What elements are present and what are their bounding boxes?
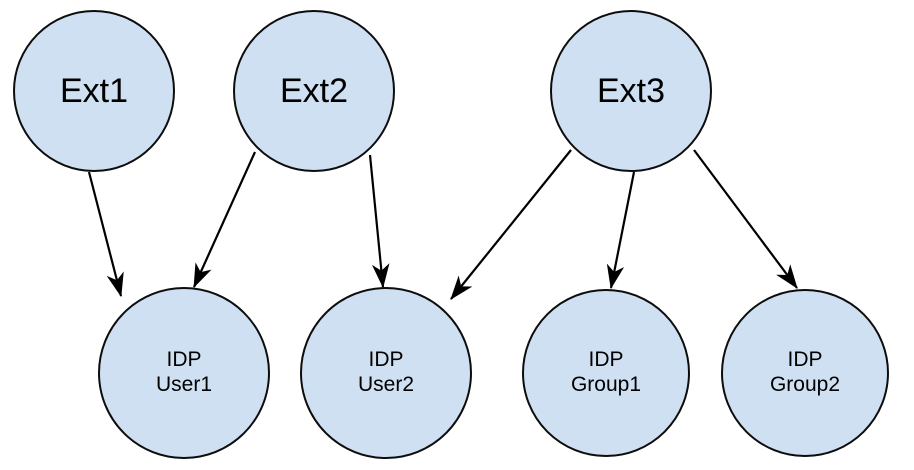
node-ext2[interactable]: Ext2 (233, 10, 395, 172)
node-ext3-label: Ext3 (596, 71, 666, 110)
edge-ext3-group2 (693, 149, 798, 289)
node-idp-group2-label-line1: IDP (787, 348, 823, 372)
edge-group (87, 149, 798, 300)
node-ext1-label: Ext1 (59, 71, 129, 110)
node-idp-group1-label-line2: Group1 (570, 373, 642, 396)
node-idp-user1-label-line1: IDP (166, 348, 202, 372)
node-idp-user2-label-line1: IDP (368, 348, 404, 372)
node-idp-group1[interactable]: IDP Group1 (522, 289, 690, 457)
node-idp-group2-label-line2: Group2 (769, 373, 841, 396)
node-idp-group2[interactable]: IDP Group2 (721, 289, 889, 457)
node-idp-user1[interactable]: IDP User1 (98, 287, 270, 459)
edge-ext3-group1 (606, 171, 636, 290)
node-ext2-label: Ext2 (279, 71, 349, 110)
node-ext1[interactable]: Ext1 (13, 10, 175, 172)
edge-ext1-user1 (87, 171, 124, 298)
node-idp-user2[interactable]: IDP User2 (300, 287, 472, 459)
node-idp-group1-label-line1: IDP (588, 348, 624, 372)
node-idp-user2-label-line2: User2 (357, 373, 415, 396)
node-idp-user1-label-line2: User1 (155, 373, 213, 396)
edge-ext3-user2 (450, 149, 572, 300)
node-ext3[interactable]: Ext3 (550, 10, 712, 172)
edge-ext2-user2 (368, 154, 390, 289)
edge-ext2-user1 (192, 151, 257, 289)
